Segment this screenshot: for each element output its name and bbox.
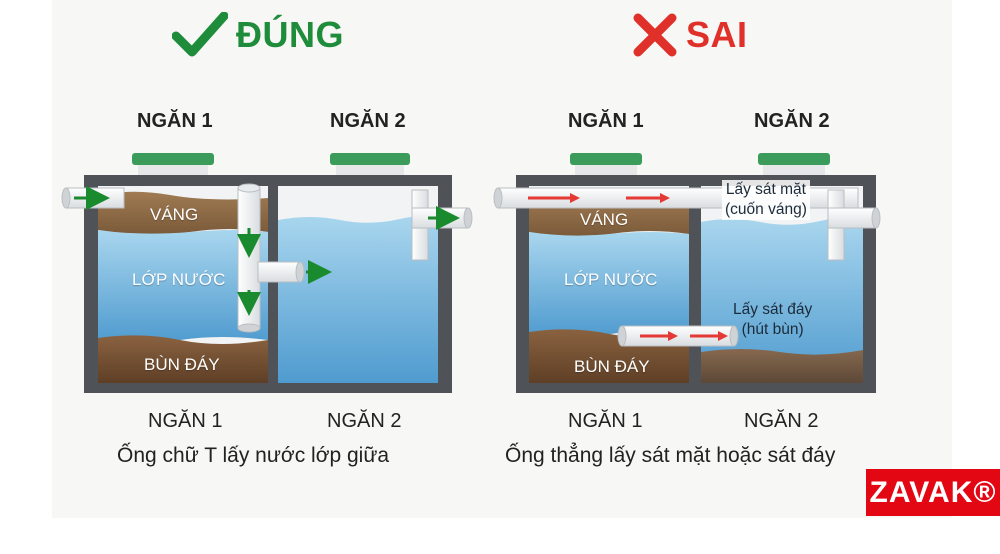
sludge-layer (98, 335, 268, 383)
label-compartment-2-bottom: NGĂN 2 (327, 410, 402, 432)
label-compartment-1-bottom: NGĂN 1 (148, 410, 223, 432)
correct-heading-text: ĐÚNG (236, 14, 344, 55)
lid-compartment-1 (570, 153, 642, 165)
label-scum: VÁNG (580, 210, 629, 229)
note-bottom-line-2: (hút bùn) (741, 321, 804, 338)
label-sludge: BÙN ĐÁY (574, 357, 650, 376)
wrong-caption: Ống thẳng lấy sát mặt hoặc sát đáy (505, 444, 836, 467)
sludge-compartment-2 (701, 349, 863, 383)
label-compartment-1-bottom: NGĂN 1 (568, 410, 643, 432)
water-layer (529, 232, 689, 337)
lid-compartment-2 (330, 153, 410, 165)
water-compartment-2 (278, 215, 438, 383)
note-bottom-line-1: Lấy sát đáy (733, 301, 813, 318)
label-compartment-2-bottom: NGĂN 2 (744, 410, 819, 432)
water-compartment-2 (701, 217, 863, 383)
note-surface-line-2: (cuốn váng) (725, 201, 807, 218)
water-layer (98, 230, 268, 343)
wrong-heading: SAI (632, 12, 748, 58)
correct-heading: ĐÚNG (172, 12, 344, 58)
note-surface-line-1: Lấy sát mặt (725, 181, 806, 198)
note-surface-intake: Lấy sát mặt (cuốn váng) (722, 180, 810, 220)
cross-icon (633, 13, 677, 57)
wrong-heading-text: SAI (686, 14, 748, 55)
checkmark-icon (172, 12, 228, 57)
label-sludge: BÙN ĐÁY (144, 355, 220, 374)
label-compartment-1-top: NGĂN 1 (137, 110, 213, 132)
lid-compartment-1 (132, 153, 214, 165)
brand-text: ZAVAK® (869, 475, 997, 509)
note-bottom-intake: Lấy sát đáy (hút bùn) (730, 300, 815, 340)
label-compartment-1-top: NGĂN 1 (568, 110, 644, 132)
label-compartment-2-top: NGĂN 2 (330, 110, 406, 132)
scum-layer (98, 191, 268, 235)
label-compartment-2-top: NGĂN 2 (754, 110, 830, 132)
wrong-tank (493, 153, 881, 393)
zavak-logo: ZAVAK® (866, 469, 1000, 516)
correct-tank (61, 153, 473, 393)
label-scum: VÁNG (150, 205, 199, 224)
label-water: LỚP NƯỚC (564, 270, 658, 289)
correct-caption: Ống chữ T lấy nước lớp giữa (117, 444, 390, 467)
lid-compartment-2 (758, 153, 830, 165)
label-water: LỚP NƯỚC (132, 270, 226, 289)
